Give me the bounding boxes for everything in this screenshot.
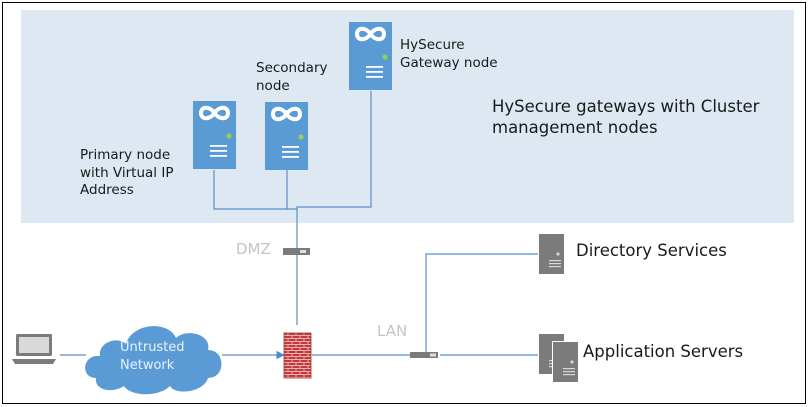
untrusted-network-label: Untrusted Network: [120, 340, 185, 373]
firewall-icon: [283, 332, 312, 379]
link-primary: [213, 170, 297, 210]
link-lan-directory: [425, 253, 538, 352]
application-servers-icon: [539, 334, 579, 385]
links: [60, 91, 538, 360]
gateway-node-label: HySecure Gateway node: [400, 37, 498, 71]
lan-switch-icon: [410, 352, 438, 358]
primary-node-label: Primary node with Virtual IP Address: [80, 147, 174, 199]
dmz-label: DMZ: [236, 240, 271, 258]
dmz-switch-icon: [283, 248, 310, 255]
primary-node-icon: [191, 99, 238, 171]
lan-label: LAN: [377, 322, 408, 340]
directory-server-icon: [539, 234, 564, 274]
directory-services-label: Directory Services: [576, 241, 727, 260]
secondary-node-icon: [263, 100, 310, 172]
laptop-icon: [12, 334, 56, 364]
cloud-icon: [85, 326, 222, 395]
cluster-title: HySecure gateways with Cluster managemen…: [492, 97, 760, 138]
gateway-node-icon: [347, 20, 394, 92]
secondary-node-label: Secondary node: [256, 60, 328, 94]
application-servers-label: Application Servers: [583, 342, 744, 361]
cluster-zone: [21, 10, 794, 223]
link-gateway: [296, 91, 372, 248]
